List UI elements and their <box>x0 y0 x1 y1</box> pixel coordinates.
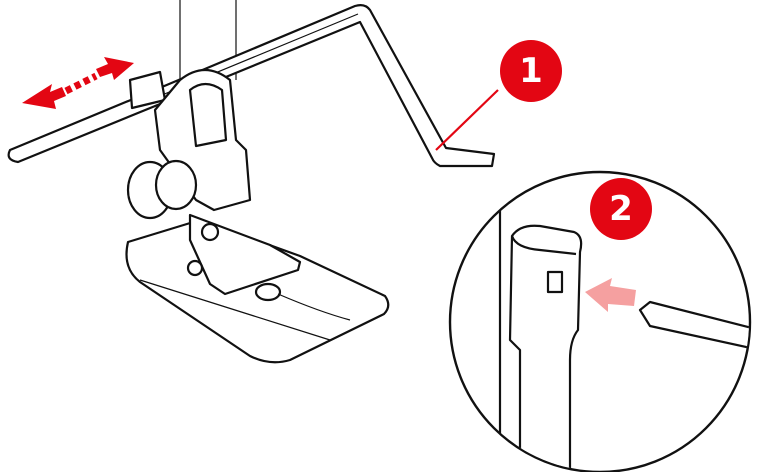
detail-magnifier <box>448 170 752 472</box>
callout-1: 1 <box>500 40 562 102</box>
adjust-direction-arrow <box>22 57 134 109</box>
callout-1-label: 1 <box>519 51 543 91</box>
callout-2-label: 2 <box>609 189 633 229</box>
guide-bar <box>7 4 496 168</box>
callout-1-leader <box>435 89 499 151</box>
callout-2: 2 <box>590 178 652 240</box>
presser-foot <box>125 68 390 364</box>
